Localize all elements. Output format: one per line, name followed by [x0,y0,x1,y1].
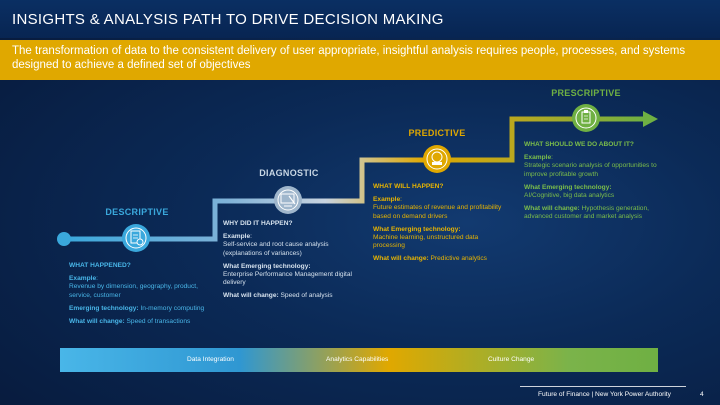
change-label: What will change: [223,292,279,300]
stage-node-descriptive [122,224,150,252]
change-text: Hypothesis generation, advanced customer… [524,205,649,221]
change-label: What will change: [524,205,580,213]
stage-label-descriptive: DESCRIPTIVE [105,207,169,217]
example-text: Future estimates of revenue and profitab… [373,204,502,220]
subtitle-banner [0,40,720,80]
page-title: INSIGHTS & ANALYSIS PATH TO DRIVE DECISI… [12,11,444,28]
stage-node-prescriptive [572,104,600,132]
tech-label: What Emerging technology: [524,183,612,191]
capability-label-culture-change: Culture Change [488,356,535,363]
document-gear-icon [126,228,146,248]
predictive-details: WHAT WILL HAPPEN? Example: Future estima… [373,183,505,269]
descriptive-details: WHAT HAPPENED? Example: Revenue by dimen… [69,262,214,331]
footer-text: Future of Finance | New York Power Autho… [538,391,671,398]
tech-label: What Emerging technology: [373,225,461,233]
example-label: Example [524,154,552,162]
page-number: 4 [700,391,704,398]
example-label: Example [69,275,97,283]
change-label: What will change: [373,255,429,263]
title-bar [0,0,720,38]
example-label: Example [373,196,401,204]
prescriptive-details: WHAT SHOULD WE DO ABOUT IT? Example: Str… [524,141,660,227]
stage-question: WHAT HAPPENED? [69,262,131,269]
tech-text: AI/Cognitive, big data analytics [524,192,615,200]
stage-label-diagnostic: DIAGNOSTIC [259,168,319,178]
capability-label-analytics: Analytics Capabilities [326,356,389,363]
stage-question: WHY DID IT HAPPEN? [223,220,293,227]
clipboard-icon [576,108,596,128]
stage-label-predictive: PREDICTIVE [408,128,466,138]
path-start-dot [57,232,71,246]
step-path-line [64,116,645,242]
tech-label: What Emerging technology: [223,262,311,270]
change-text: Speed of transactions [126,318,191,326]
path-arrow-head [643,111,658,127]
example-text: Strategic scenario analysis of opportuni… [524,162,657,178]
tech-label: Emerging technology: [69,304,139,312]
tech-text: In-memory computing [140,304,205,312]
stage-question: WHAT WILL HAPPEN? [373,183,444,190]
change-label: What will change: [69,318,125,326]
stage-label-prescriptive: PRESCRIPTIVE [551,88,621,98]
example-text: Self-service and root cause analysis (ex… [223,241,329,257]
page-subtitle: The transformation of data to the consis… [12,45,686,71]
capability-label-data-integration: Data Integration [187,356,234,363]
stage-node-diagnostic [274,186,302,214]
example-text: Revenue by dimension, geography, product… [69,283,198,299]
stage-question: WHAT SHOULD WE DO ABOUT IT? [524,141,634,148]
tech-text: Machine learning, unstructured data proc… [373,234,479,250]
stage-node-predictive [423,145,451,173]
change-text: Predictive analytics [430,255,487,263]
screen-tools-icon [278,190,298,210]
change-text: Speed of analysis [280,292,333,300]
tech-text: Enterprise Performance Management digita… [223,271,353,287]
capability-bar [60,348,658,372]
crystal-ball-icon [427,149,447,169]
example-label: Example [223,233,251,241]
diagnostic-details: WHY DID IT HAPPEN? Example: Self-service… [223,220,353,300]
footer-divider [520,386,686,387]
